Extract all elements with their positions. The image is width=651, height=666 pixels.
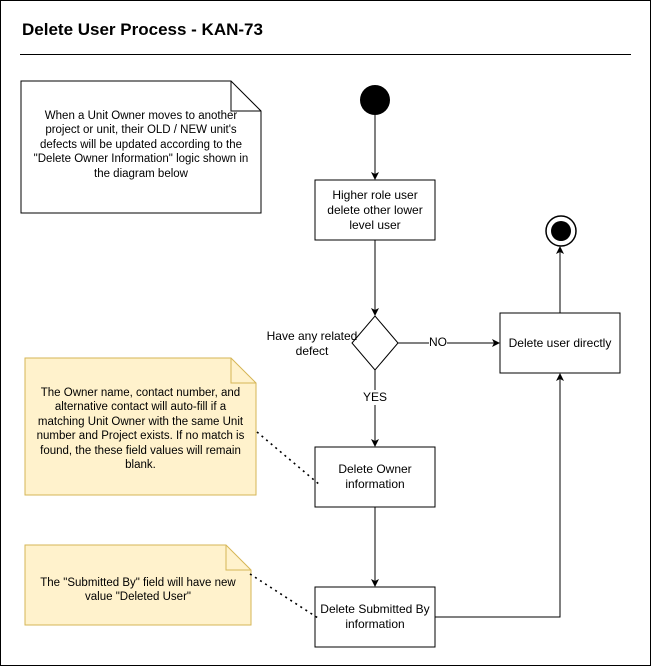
start-node <box>360 85 390 115</box>
delete-owner-text: Delete Owner information <box>338 462 412 491</box>
decision-label: Have any related defect <box>266 329 358 358</box>
end-node-inner <box>551 221 571 241</box>
intro-note-text: When a Unit Owner moves to another proje… <box>33 109 249 180</box>
intro-note-shape <box>20 80 262 214</box>
owner-note-link <box>256 431 321 486</box>
yes-edge-label: YES <box>363 390 388 405</box>
box-delete-submitted <box>314 586 436 648</box>
no-edge-label: NO <box>429 335 447 350</box>
intro-note-fold <box>230 81 261 112</box>
delete-directly-text: Delete user directly <box>508 335 612 350</box>
edge-submitted-to-directly <box>435 373 564 618</box>
page-title: Delete User Process - KAN-73 <box>22 20 263 39</box>
submitted-note-fold <box>225 545 251 571</box>
higher-role-text: Higher role user delete other lower leve… <box>327 187 423 232</box>
title-divider <box>20 54 631 55</box>
box-delete-owner <box>314 446 436 508</box>
delete-submitted-text: Delete Submitted By information <box>320 602 430 631</box>
box-higher-role <box>314 179 436 241</box>
submitted-note-link <box>249 573 319 619</box>
owner-note-fold <box>230 358 256 384</box>
owner-note-text: The Owner name, contact number, and alte… <box>36 386 245 472</box>
owner-note-shape <box>24 357 257 496</box>
submitted-note-text: The "Submitted By" field will have new v… <box>40 576 236 604</box>
submitted-note-shape <box>24 544 252 626</box>
